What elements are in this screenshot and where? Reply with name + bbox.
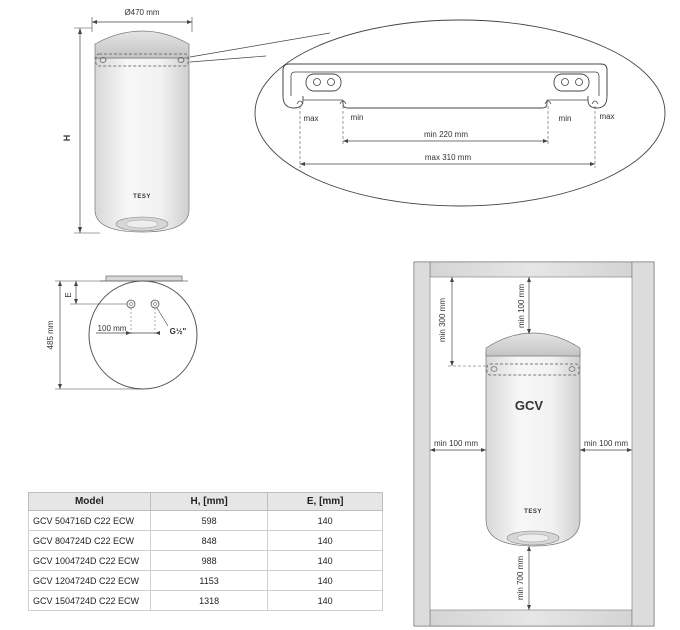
cell-e: 140 — [267, 590, 383, 611]
detail-view: max min min max min 220 mm max 310 mm — [254, 19, 666, 207]
pipe-left — [126, 299, 136, 309]
cell-model: GCV 504716D C22 ECW — [28, 510, 151, 531]
detail-ellipse — [254, 19, 666, 207]
table-row: GCV 504716D C22 ECW 598 140 — [28, 510, 383, 531]
detail-min-span: min 220 mm — [424, 130, 468, 139]
left-wall — [413, 261, 431, 627]
install-min-left: min 100 mm — [434, 439, 478, 448]
ceiling-wall — [429, 261, 633, 278]
cell-h: 1153 — [149, 570, 269, 591]
installation-view: GCV TESY min 300 mm min 100 mm min 100 m… — [413, 261, 655, 627]
cell-model: GCV 804724D C22 ECW — [28, 530, 151, 551]
floor-wall — [429, 609, 633, 627]
header-h: H, [mm] — [149, 492, 269, 511]
left-slot — [305, 73, 342, 92]
install-min-right: min 100 mm — [584, 439, 628, 448]
install-brand-label: TESY — [524, 509, 542, 515]
install-tank-cap — [485, 332, 581, 357]
detail-min-left: min — [351, 113, 364, 122]
front-view: Ø470 mm H TESY — [62, 8, 331, 234]
side-bracket — [105, 275, 183, 282]
tank-body — [94, 57, 190, 233]
cell-h: 988 — [149, 550, 269, 571]
install-tank-body — [485, 351, 581, 547]
detail-min-right: min — [559, 114, 572, 123]
cell-model: GCV 1504724D C22 ECW — [28, 590, 151, 611]
height-label: H — [62, 135, 72, 142]
table-header-row: Model H, [mm] E, [mm] — [28, 492, 383, 511]
install-min-top-right: min 100 mm — [517, 284, 526, 328]
pipe-right — [150, 299, 160, 309]
detail-max-right: max — [599, 112, 614, 121]
header-e: E, [mm] — [267, 492, 383, 511]
cell-e: 140 — [267, 510, 383, 531]
right-slot — [553, 73, 590, 92]
detail-bracket — [282, 63, 608, 96]
cell-h: 598 — [149, 510, 269, 531]
cell-h: 848 — [149, 530, 269, 551]
detail-max-span: max 310 mm — [425, 153, 472, 162]
cell-e: 140 — [267, 530, 383, 551]
cell-model: GCV 1204724D C22 ECW — [28, 570, 151, 591]
table-row: GCV 1504724D C22 ECW 1318 140 — [28, 590, 383, 611]
right-wall — [631, 261, 655, 627]
mounting-bracket — [95, 53, 189, 67]
diameter-label: Ø470 mm — [124, 8, 159, 17]
table-row: GCV 1004724D C22 ECW 988 140 — [28, 550, 383, 571]
install-min-bottom: min 700 mm — [516, 556, 525, 600]
spec-table: Model H, [mm] E, [mm] GCV 504716D C22 EC… — [28, 492, 383, 611]
side-height-label: 485 mm — [46, 320, 55, 349]
e-label: E — [64, 292, 73, 297]
cell-model: GCV 1004724D C22 ECW — [28, 550, 151, 571]
install-model-text: GCV — [515, 398, 544, 413]
table-row: GCV 804724D C22 ECW 848 140 — [28, 530, 383, 551]
cell-e: 140 — [267, 550, 383, 571]
cell-e: 140 — [267, 570, 383, 591]
header-model: Model — [28, 492, 151, 511]
tank-top-cap — [94, 30, 190, 59]
install-min-top-left: min 300 mm — [438, 298, 447, 342]
cell-h: 1318 — [149, 590, 269, 611]
detail-max-left: max — [303, 114, 318, 123]
table-row: GCV 1204724D C22 ECW 1153 140 — [28, 570, 383, 591]
pipe-spacing-label: 100 mm — [98, 324, 127, 333]
front-brand-label: TESY — [133, 194, 151, 200]
side-view: E 485 mm 100 mm G½" — [46, 275, 198, 390]
thread-label: G½" — [170, 327, 187, 336]
